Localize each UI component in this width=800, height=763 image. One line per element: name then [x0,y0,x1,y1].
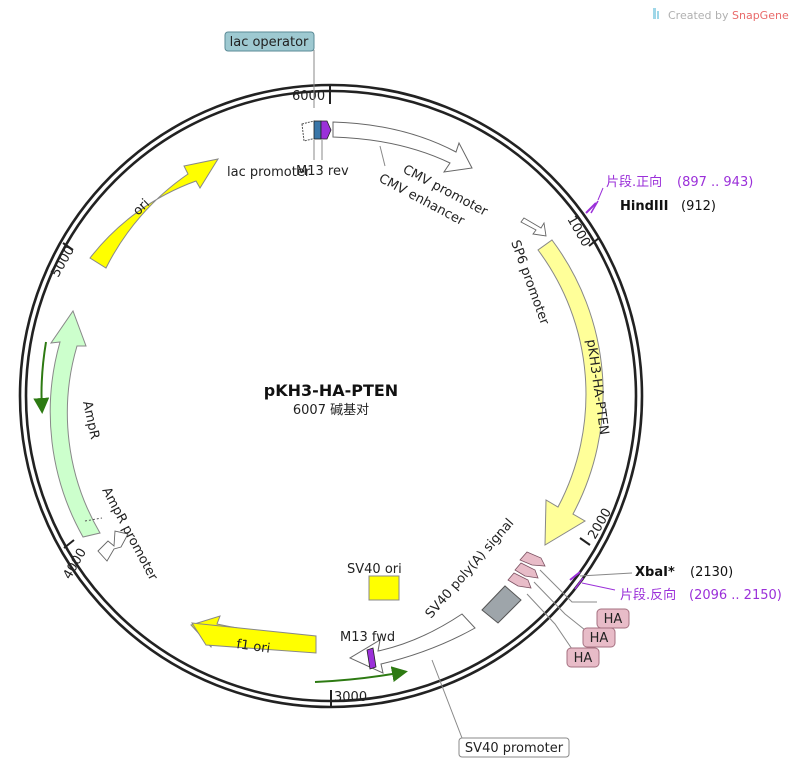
f1-ori-body [191,622,317,654]
ha-box-3[interactable] [566,647,600,668]
snapgene-logo-icon-bar [657,11,659,19]
sv40-promoter-leader [431,659,463,739]
lac-operator-label: lac operator [230,35,309,50]
plasmid-name: pKH3-HA-PTEN [264,381,398,400]
ampr-promoter-arrow[interactable] [97,530,129,562]
ampr-signal-divider [84,517,103,522]
ampr-promoter-label: AmpR promoter [98,485,160,584]
plasmid-length: 6007 碱基对 [293,403,369,418]
m13-rev-label: M13 rev [296,164,349,179]
hindiii-site-name[interactable]: HindIII [620,199,668,214]
lac-promoter-arrow[interactable] [301,120,317,142]
snapgene-logo-icon [653,8,656,19]
green-orf-arrow-bottom [314,666,408,683]
ori-arrow[interactable] [89,158,220,269]
ha-box-1-label: HA [604,612,623,627]
tick-label-6000: 6000 [292,89,325,104]
tick-mark-4000 [63,539,75,549]
cmv-enhancer-promoter-arrow[interactable] [332,121,473,173]
sv40-ori-label: SV40 ori [347,562,402,577]
sv40-promoter-arrow[interactable] [348,613,476,674]
xbai-cut-mark [569,571,581,581]
ha-3-leader [526,593,573,650]
ha-tag-2[interactable] [514,562,539,579]
tick-label-5000: 5000 [48,244,78,280]
sv40-promoter-label: SV40 promoter [465,741,564,756]
tick-mark-5000 [62,242,74,251]
tick-label-2000: 2000 [585,506,615,542]
lac-operator-feature[interactable] [313,120,322,140]
green-orf-arrow-left [33,341,50,414]
cmv-enhancer-leader [379,145,386,167]
hindiii-site-position: (912) [681,199,716,214]
snapgene-credit: Created by SnapGene [653,8,789,22]
m13-fwd-label: M13 fwd [340,630,395,645]
ha-tag-3[interactable] [507,572,532,589]
reverse-primer-leader [581,582,616,591]
sv40-promoter-box[interactable] [458,737,570,758]
ampr-arrow[interactable] [49,309,101,538]
tick-label-3000: 3000 [334,690,367,705]
forward-primer-leader [597,187,604,201]
m13-rev-primer[interactable] [320,120,332,140]
sv40-polya-feature[interactable] [481,585,522,624]
xbai-site-name[interactable]: XbaI* [635,565,675,580]
hindiii-cut-mark [585,202,597,214]
ha-box-2[interactable] [582,627,616,648]
sp6-promoter-arrow[interactable] [520,217,547,237]
forward-primer-mark[interactable] [590,200,599,214]
credit-prefix: Created by [668,9,729,22]
reverse-primer-range: (2096 .. 2150) [689,588,782,603]
xbai-leader [579,572,633,577]
lac-promoter-label: lac promoter [227,165,311,180]
ha-1-leader [539,569,597,603]
forward-primer-range: (897 .. 943) [677,175,753,190]
ampr-label: AmpR [79,400,102,441]
m13-fwd-primer[interactable] [366,647,377,670]
ha-box-2-label: HA [590,631,609,646]
forward-primer-label: 片段.正向 [606,174,662,190]
f1-ori-label: f1 ori [235,637,271,657]
lac-operator-box[interactable] [224,31,315,52]
reverse-primer-mark[interactable] [574,577,584,590]
sv40-ori-feature[interactable] [368,575,400,601]
tick-mark-2000 [579,537,591,546]
reverse-primer-label: 片段.反向 [620,587,676,603]
xbai-site-position: (2130) [690,565,733,580]
ha-2-leader [533,581,586,631]
ha-tag-1[interactable] [519,551,546,567]
tick-mark-1000 [588,237,600,247]
pkh3-ha-pten-arrow[interactable] [537,239,604,546]
credit-brand: SnapGene [732,9,789,22]
ha-box-3-label: HA [574,651,593,666]
